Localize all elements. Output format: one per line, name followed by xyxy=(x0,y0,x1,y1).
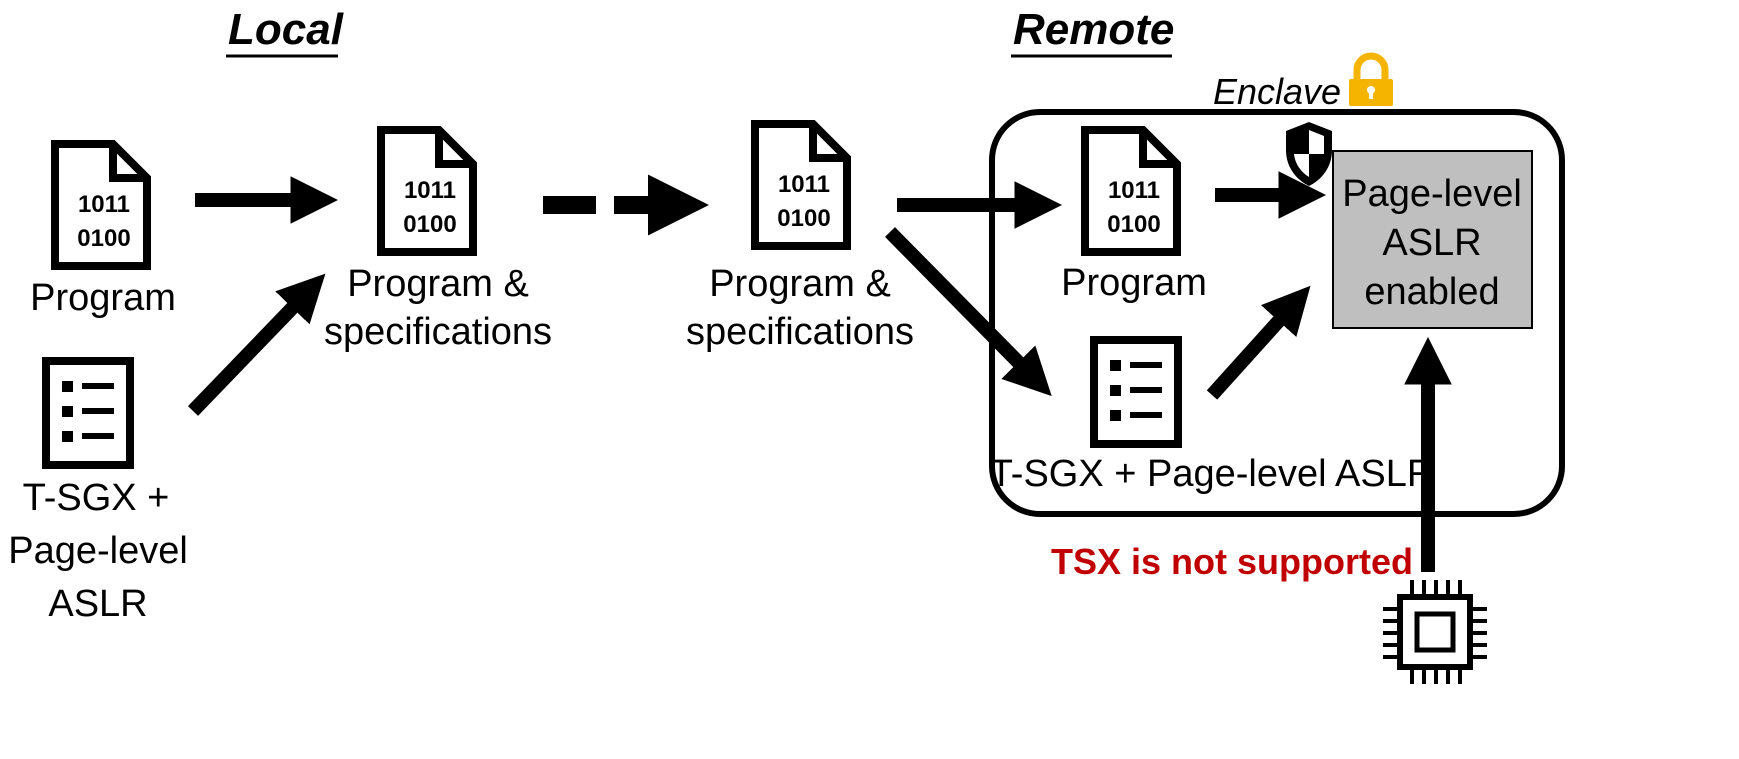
bundle-local-line-1: Program & xyxy=(347,263,529,305)
binary-file-icon: 1011 0100 xyxy=(55,144,147,266)
svg-text:1011: 1011 xyxy=(78,191,130,218)
program-local-label: Program xyxy=(30,277,176,319)
spec-local-line-3: ASLR xyxy=(48,583,147,625)
program-enclave-label: Program xyxy=(1061,262,1207,304)
svg-text:0100: 0100 xyxy=(777,205,830,232)
checklist-icon xyxy=(46,361,130,465)
bundle-remote-line-2: specifications xyxy=(686,311,914,353)
spec-enclave-label: T-SGX + Page-level ASLR xyxy=(990,453,1435,495)
enclave-container xyxy=(989,109,1565,517)
bundle-local-line-2: specifications xyxy=(324,311,552,353)
bundle-remote-line-1: Program & xyxy=(709,263,891,305)
spec-local-line-1: T-SGX + xyxy=(23,477,170,519)
svg-text:0100: 0100 xyxy=(77,225,130,252)
arrow-spec-to-bundle xyxy=(187,273,326,416)
lock-icon xyxy=(1349,52,1393,106)
arrow-spec-to-result xyxy=(1206,285,1311,400)
remote-header: Remote xyxy=(1013,5,1174,54)
result-line-1: Page-level xyxy=(1342,173,1522,215)
local-header: Local xyxy=(228,5,344,54)
binary-file-icon: 1011 0100 xyxy=(1085,130,1177,252)
result-line-3: enabled xyxy=(1364,271,1499,313)
tsx-warning: TSX is not supported xyxy=(1051,541,1413,582)
binary-file-icon: 1011 0100 xyxy=(755,124,847,246)
svg-text:0100: 0100 xyxy=(403,211,456,238)
svg-text:0100: 0100 xyxy=(1107,211,1160,238)
arrow-bundle-to-spec xyxy=(885,227,1052,397)
svg-text:1011: 1011 xyxy=(404,177,456,204)
shield-icon xyxy=(1286,122,1332,186)
result-box xyxy=(1332,150,1533,329)
spec-local-line-2: Page-level xyxy=(8,530,188,572)
result-line-2: ASLR xyxy=(1382,222,1481,264)
enclave-label: Enclave xyxy=(1213,71,1341,112)
svg-text:1011: 1011 xyxy=(1108,177,1160,204)
checklist-icon xyxy=(1094,340,1178,444)
cpu-chip-icon xyxy=(1383,580,1487,684)
svg-text:1011: 1011 xyxy=(778,171,830,198)
binary-file-icon: 1011 0100 xyxy=(381,130,473,252)
